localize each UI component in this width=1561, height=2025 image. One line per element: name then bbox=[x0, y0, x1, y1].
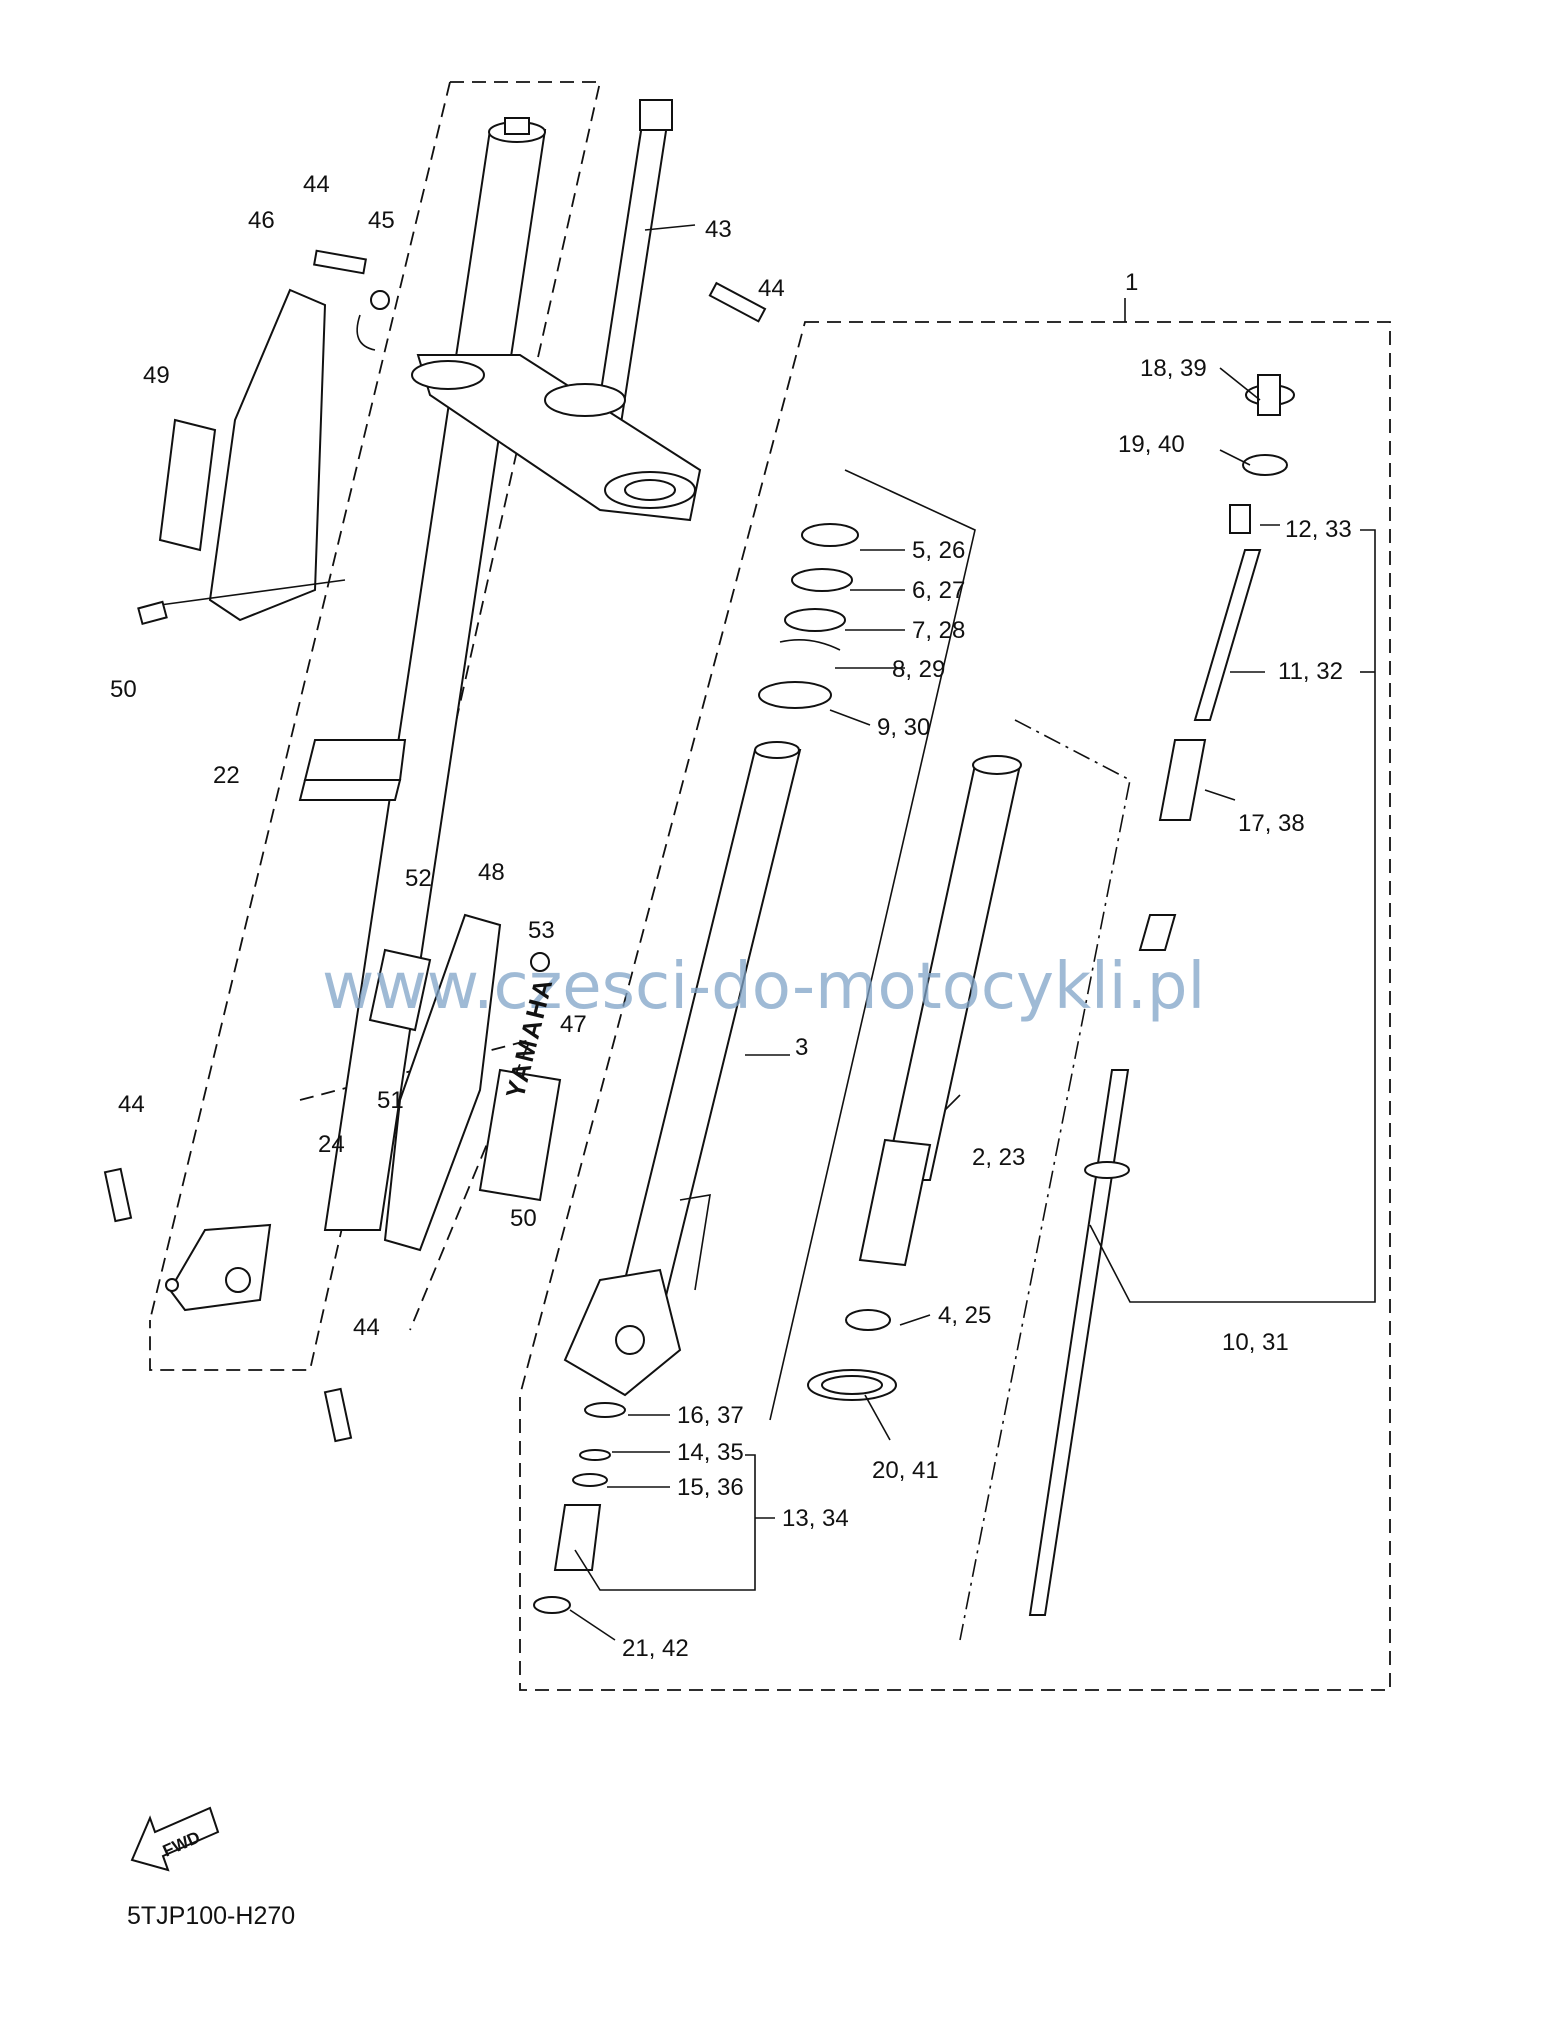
label-4-25: 4, 25 bbox=[938, 1302, 991, 1329]
label-20-41: 20, 41 bbox=[872, 1457, 939, 1484]
fwd-arrow-icon: FWD bbox=[130, 1806, 220, 1872]
label-8-29: 8, 29 bbox=[892, 656, 945, 683]
label-19-40: 19, 40 bbox=[1118, 431, 1185, 458]
label-50-left: 50 bbox=[110, 676, 137, 703]
label-2-23: 2, 23 bbox=[972, 1144, 1025, 1171]
compression-valve bbox=[533, 1402, 626, 1614]
label-45: 45 bbox=[368, 207, 395, 234]
steering-stem-assembly bbox=[411, 99, 702, 522]
label-43: 43 bbox=[705, 216, 732, 243]
label-14-35: 14, 35 bbox=[677, 1439, 744, 1466]
label-44-top-left: 44 bbox=[303, 171, 330, 198]
callout-labels: 1 3 22 24 43 44 44 44 44 45 46 47 48 49 … bbox=[110, 171, 1352, 1662]
group-outlines bbox=[149, 81, 1391, 1691]
label-15-36: 15, 36 bbox=[677, 1474, 744, 1501]
label-22: 22 bbox=[213, 762, 240, 789]
outer-tube-assembly bbox=[165, 117, 547, 1312]
label-9-30: 9, 30 bbox=[877, 714, 930, 741]
bolts bbox=[103, 249, 767, 1443]
label-1: 1 bbox=[1125, 269, 1138, 296]
label-49: 49 bbox=[143, 362, 170, 389]
label-17-38: 17, 38 bbox=[1238, 810, 1305, 837]
label-5-26: 5, 26 bbox=[912, 537, 965, 564]
inner-tube bbox=[563, 741, 802, 1397]
label-24: 24 bbox=[318, 1131, 345, 1158]
damper-cartridge bbox=[807, 719, 1131, 1641]
label-51: 51 bbox=[377, 1087, 404, 1114]
label-6-27: 6, 27 bbox=[912, 577, 965, 604]
watermark: www.czesci-do-motocykli.pl bbox=[322, 950, 1205, 1024]
label-44-left: 44 bbox=[118, 1091, 145, 1118]
upper-fork-guard bbox=[137, 288, 346, 626]
label-21-42: 21, 42 bbox=[622, 1635, 689, 1662]
label-52: 52 bbox=[405, 865, 432, 892]
label-7-28: 7, 28 bbox=[912, 617, 965, 644]
label-50-lower: 50 bbox=[510, 1205, 537, 1232]
label-3: 3 bbox=[795, 1034, 808, 1061]
label-48: 48 bbox=[478, 859, 505, 886]
label-13-34: 13, 34 bbox=[782, 1505, 849, 1532]
damper-rod-assembly bbox=[1028, 374, 1295, 1616]
diagram-code: 5TJP100-H270 bbox=[127, 1902, 295, 1930]
label-12-33: 12, 33 bbox=[1285, 516, 1352, 543]
lower-fork-guard bbox=[368, 913, 562, 1252]
label-18-39: 18, 39 bbox=[1140, 355, 1207, 382]
label-44-bottom: 44 bbox=[353, 1314, 380, 1341]
label-47: 47 bbox=[560, 1011, 587, 1038]
leader-lines bbox=[569, 224, 1376, 1641]
label-11-32: 11, 32 bbox=[1278, 658, 1343, 685]
label-44-top-right: 44 bbox=[758, 275, 785, 302]
label-46: 46 bbox=[248, 207, 275, 234]
seals-and-bushings bbox=[758, 469, 976, 1421]
label-16-37: 16, 37 bbox=[677, 1402, 744, 1429]
label-53: 53 bbox=[528, 917, 555, 944]
label-10-31: 10, 31 bbox=[1222, 1329, 1289, 1356]
